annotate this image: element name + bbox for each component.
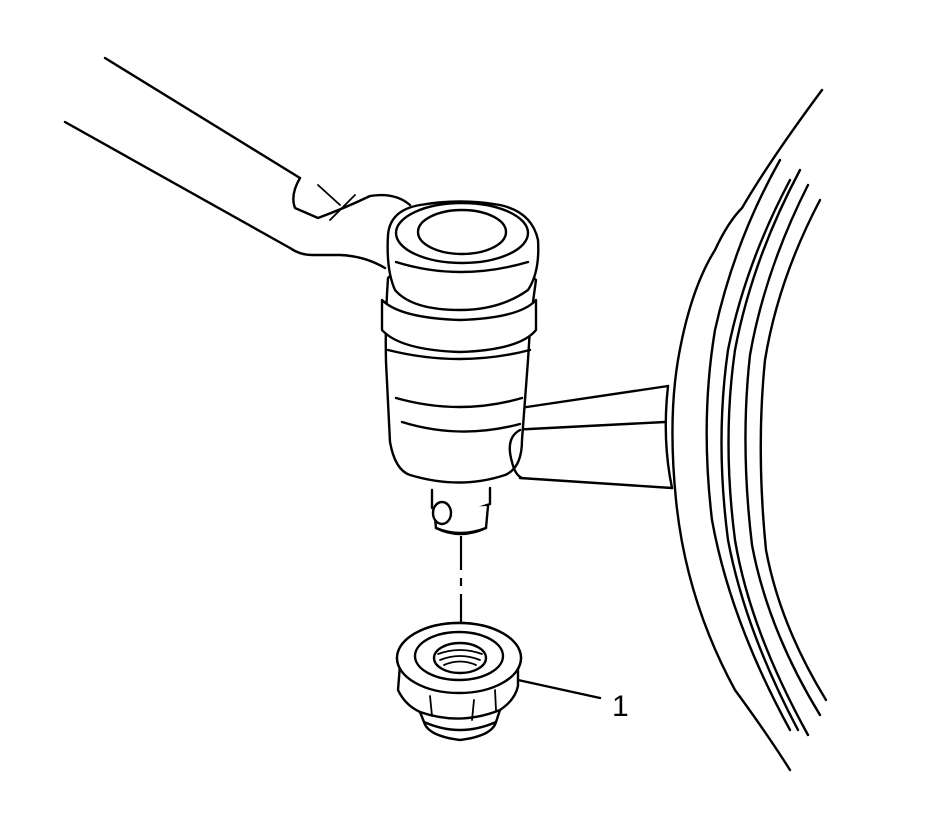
callout-leader-line	[516, 678, 602, 700]
steering-knuckle	[671, 88, 828, 772]
tie-rod-end-housing	[380, 200, 540, 484]
callout-1: 1	[516, 678, 629, 723]
tie-rod-arm	[63, 56, 412, 270]
knuckle-arm	[508, 384, 674, 490]
tie-rod-stud	[430, 486, 492, 536]
flange-nut	[395, 621, 523, 742]
callout-label-1: 1	[612, 690, 629, 723]
